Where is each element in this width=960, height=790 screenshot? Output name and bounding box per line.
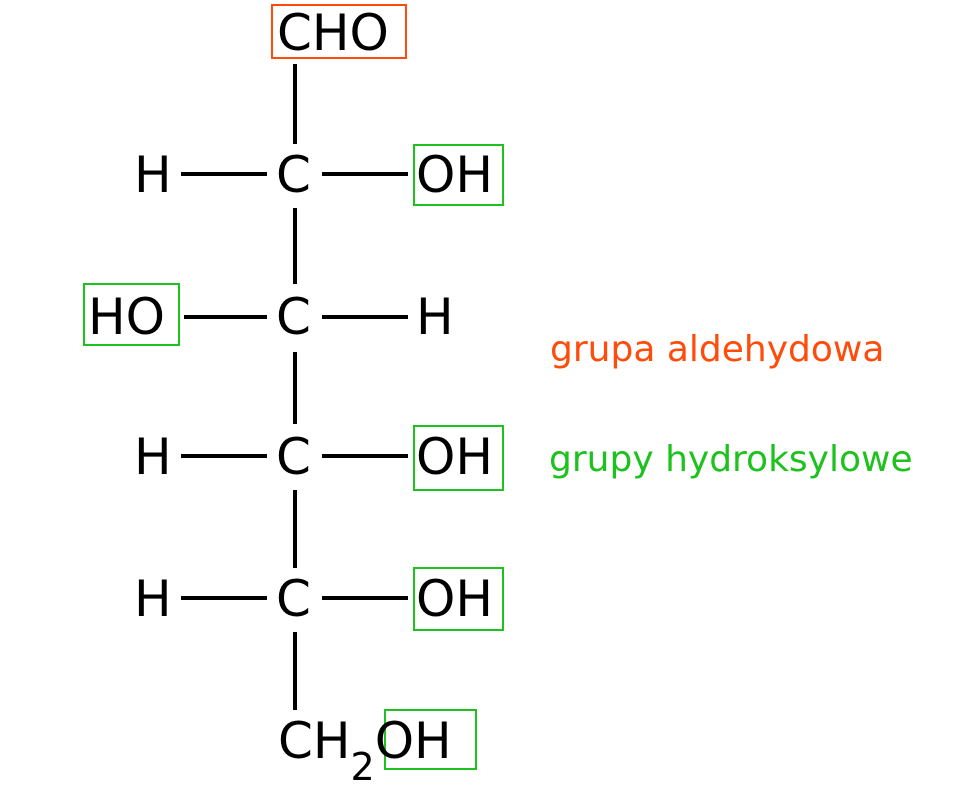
row4-carbon: C [276, 570, 311, 628]
row3-right-bond [322, 454, 408, 458]
row3-hydroxyl-box [413, 425, 504, 491]
row2-right-bond [322, 315, 408, 319]
row4-left-bond [181, 596, 267, 600]
aldehyde-highlight-box [271, 4, 407, 59]
row1-carbon: C [276, 146, 311, 204]
row1-right-atom: OH [416, 146, 493, 204]
row1-right-bond [322, 172, 408, 176]
bottom-group-suffix: OH [374, 712, 452, 770]
row3-carbon: C [276, 428, 311, 486]
bottom-group-label: CH2OH [278, 716, 452, 786]
row3-left-atom: H [134, 428, 172, 486]
bottom-group-prefix: CH [278, 712, 351, 770]
row2-left-atom: HO [88, 288, 165, 346]
row2-left-bond [184, 315, 267, 319]
row4-hydroxyl-box [413, 567, 504, 631]
row3-right-atom: OH [416, 428, 493, 486]
row1-left-atom: H [134, 146, 172, 204]
row2-carbon: C [276, 288, 311, 346]
bond-vertical-4 [293, 490, 297, 568]
row2-right-atom: H [416, 288, 454, 346]
row1-hydroxyl-box [413, 144, 504, 206]
row4-right-atom: OH [416, 570, 493, 628]
bottom-hydroxyl-box [384, 709, 477, 770]
row3-left-bond [181, 454, 267, 458]
row2-hydroxyl-box [83, 283, 180, 346]
row4-right-bond [322, 596, 408, 600]
bond-vertical-1 [293, 64, 297, 144]
aldehyde-group-label: CHO [277, 4, 389, 62]
bond-vertical-5 [293, 632, 297, 710]
row1-left-bond [181, 172, 267, 176]
bottom-group-subscript: 2 [350, 745, 375, 789]
legend-aldehyde: grupa aldehydowa [550, 329, 885, 370]
row4-left-atom: H [134, 570, 172, 628]
bond-vertical-2 [293, 208, 297, 284]
legend-hydroxyl: grupy hydroksylowe [549, 439, 913, 480]
bond-vertical-3 [293, 352, 297, 424]
